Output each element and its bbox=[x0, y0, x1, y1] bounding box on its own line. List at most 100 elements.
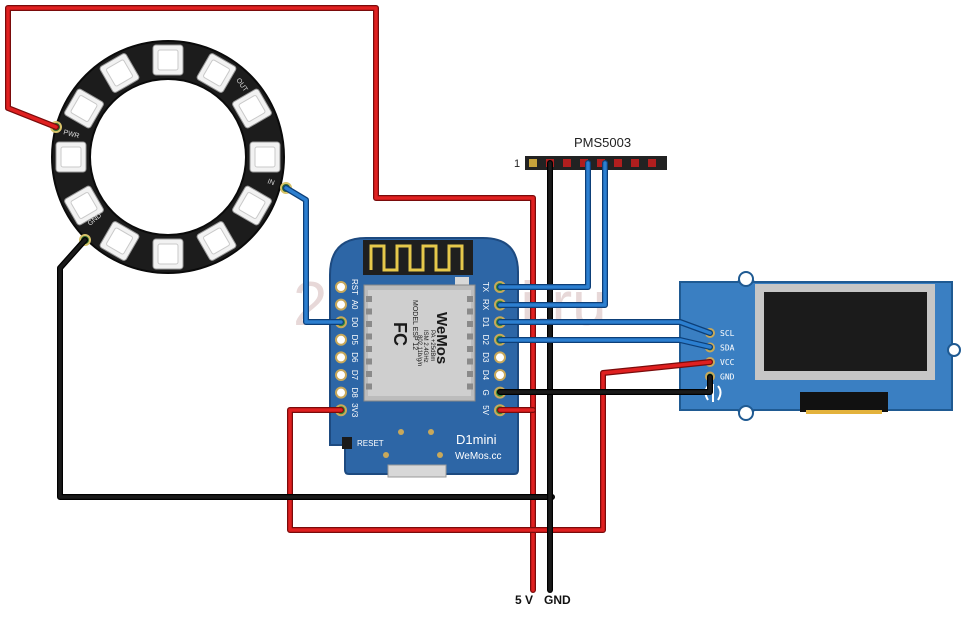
board-pin-pad bbox=[335, 369, 347, 381]
sensor-header-pin bbox=[563, 159, 571, 167]
sensor-pin1-label: 1 bbox=[514, 158, 520, 170]
oled-pin-label: SDA bbox=[720, 344, 735, 353]
board-pin-pad bbox=[335, 351, 347, 364]
module-fc: FC bbox=[390, 322, 410, 346]
esp-module-castellations bbox=[366, 296, 473, 390]
antenna-trace bbox=[369, 244, 464, 272]
board-pin-label: G bbox=[481, 389, 490, 395]
board-pin-label: D7 bbox=[350, 370, 359, 381]
board-pin-label: D6 bbox=[350, 352, 359, 363]
board-pin-pad bbox=[494, 369, 506, 381]
wire-i2c-sda bbox=[498, 338, 712, 349]
rail-label-5v: 5 V bbox=[515, 593, 533, 607]
module-text-2: ISM 2.4GHz bbox=[422, 330, 428, 363]
oled-mount-hole-2 bbox=[738, 405, 754, 421]
oled-ribbon-edge bbox=[806, 410, 882, 414]
module-pad bbox=[467, 346, 473, 352]
oled-screen bbox=[764, 292, 927, 371]
ring-led bbox=[55, 141, 87, 173]
ring-led bbox=[249, 141, 281, 173]
rail-label-gnd: GND bbox=[544, 593, 571, 607]
board-pad-4 bbox=[437, 452, 443, 458]
module-pad bbox=[467, 321, 473, 327]
reset-label: RESET bbox=[357, 439, 384, 448]
board-pin-pad bbox=[494, 351, 506, 364]
sensor-header-pin bbox=[648, 159, 656, 167]
wire-pms-rx bbox=[498, 161, 607, 307]
ring-led bbox=[196, 221, 237, 261]
board-model-line1: D1mini bbox=[456, 432, 497, 447]
board-pin-label: D2 bbox=[481, 335, 490, 346]
oled-mount-hole-1 bbox=[738, 271, 754, 287]
module-logo: WeMos bbox=[433, 312, 450, 364]
board-pin-label: RX bbox=[481, 299, 490, 311]
usb-connector bbox=[387, 464, 447, 478]
board-pin-label: 5V bbox=[481, 405, 490, 415]
wire-i2c-scl bbox=[498, 320, 712, 335]
ring-led bbox=[232, 185, 272, 226]
board-pin-label: D0 bbox=[350, 317, 359, 328]
ring-led bbox=[99, 221, 140, 261]
esp-module-inner bbox=[368, 290, 471, 396]
board-pin-label: D4 bbox=[481, 370, 490, 381]
wire-3v3-oled-vcc bbox=[288, 360, 712, 532]
module-pad bbox=[366, 296, 372, 302]
sensor-header-pin bbox=[597, 159, 605, 167]
ring-leds bbox=[55, 44, 281, 270]
module-pad bbox=[467, 308, 473, 315]
board-pin-label: TX bbox=[481, 282, 490, 293]
module-pad bbox=[366, 346, 372, 352]
neopixel-ring: PWR OUT IN GND bbox=[50, 40, 292, 274]
board-model-line2: WeMos.cc bbox=[455, 451, 502, 462]
board-pin-pad bbox=[335, 298, 347, 311]
ring-led bbox=[232, 88, 272, 129]
board-pin-label: D1 bbox=[481, 317, 490, 328]
sensor-name: PMS5003 bbox=[574, 135, 631, 150]
wire-board-g-oled-gnd bbox=[498, 375, 712, 394]
wire-pms-tx bbox=[498, 161, 590, 289]
oled-ribbon bbox=[800, 392, 888, 412]
ring-label-in: IN bbox=[266, 178, 275, 187]
module-pad bbox=[366, 333, 372, 340]
ring-led bbox=[152, 44, 184, 76]
board-pin-label: RST bbox=[350, 279, 359, 295]
ring-led bbox=[152, 238, 184, 270]
module-pad bbox=[467, 333, 473, 340]
oled-pin-label: GND bbox=[720, 373, 735, 382]
status-led bbox=[455, 277, 469, 285]
wires bbox=[5, 5, 713, 593]
sensor-header-pin bbox=[580, 159, 588, 167]
module-pad bbox=[366, 383, 372, 390]
sensor-header-pin bbox=[614, 159, 622, 167]
board-pin-pad bbox=[335, 281, 347, 293]
board-pad-3 bbox=[383, 452, 389, 458]
oled-pin-label: VCC bbox=[720, 358, 735, 367]
module-pad bbox=[366, 371, 372, 377]
module-text-1: MODEL ESP 12 bbox=[411, 300, 418, 350]
wire-ring-gnd bbox=[58, 238, 554, 499]
reset-button bbox=[342, 437, 352, 449]
board-pin-label: D5 bbox=[350, 335, 359, 346]
module-text-3: PA +25dBm bbox=[429, 330, 435, 361]
board-pad-2 bbox=[428, 429, 434, 435]
ring-led bbox=[64, 88, 104, 129]
board-pad-1 bbox=[398, 429, 404, 435]
module-pad bbox=[366, 321, 372, 327]
board-pin-label: D8 bbox=[350, 387, 359, 398]
board-pin-pad bbox=[335, 333, 347, 346]
module-pad bbox=[366, 358, 372, 365]
module-pad bbox=[467, 371, 473, 377]
ring-led bbox=[64, 185, 104, 226]
board-pin-label: A0 bbox=[350, 300, 359, 310]
module-pad bbox=[467, 383, 473, 390]
sensor-header-pin bbox=[631, 159, 639, 167]
module-pad bbox=[467, 296, 473, 302]
sensor-header-pin bbox=[529, 159, 537, 167]
module-text-4: 802.11b/g/n bbox=[416, 335, 422, 366]
ring-led bbox=[196, 53, 237, 93]
oled-mount-hole-3 bbox=[947, 343, 961, 357]
